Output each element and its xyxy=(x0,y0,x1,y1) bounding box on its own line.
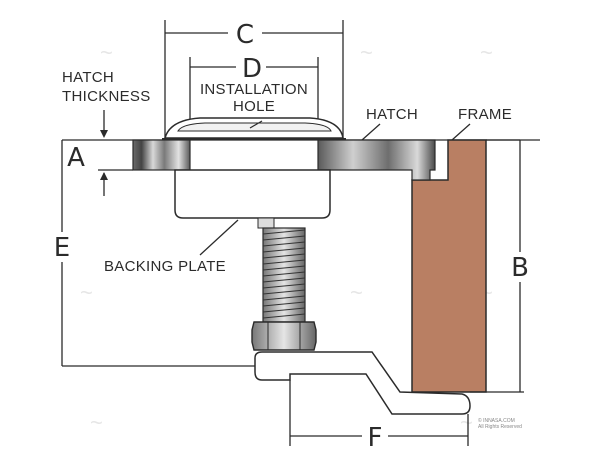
dimension-a-label: A xyxy=(67,143,85,173)
backing-plate xyxy=(174,169,331,219)
backing-plate-label: BACKING PLATE xyxy=(104,258,226,275)
svg-text:~: ~ xyxy=(100,40,113,65)
installation-hole-label-line1: INSTALLATION xyxy=(200,81,308,98)
dimension-d-label: D xyxy=(242,54,262,84)
installation-hole-label-line2: HOLE xyxy=(233,98,275,115)
hatch-label: HATCH xyxy=(366,106,418,123)
frame-body xyxy=(411,139,487,393)
svg-text:~: ~ xyxy=(460,410,473,435)
hatch-thickness-label-line1: HATCH xyxy=(62,69,114,86)
hatch-thickness-label-line2: THICKNESS xyxy=(62,88,151,105)
nut xyxy=(251,321,317,351)
backing-plate-leader-line xyxy=(199,219,239,256)
latch-cam-arm xyxy=(254,351,471,415)
latch-head xyxy=(162,117,346,140)
dimension-f: F xyxy=(289,380,469,453)
dimension-c: C xyxy=(164,20,344,140)
svg-text:~: ~ xyxy=(480,40,493,65)
dimension-d: D xyxy=(189,54,319,125)
frame-label: FRAME xyxy=(458,106,512,123)
hatch-right-section xyxy=(317,139,436,181)
hatch-leader-line xyxy=(361,123,381,141)
hatch-left-section xyxy=(132,139,191,171)
dimension-b: B xyxy=(470,139,529,393)
dimension-b-label: B xyxy=(511,253,529,283)
svg-text:~: ~ xyxy=(80,280,93,305)
threaded-bolt xyxy=(257,217,306,323)
dimension-a: A xyxy=(67,110,133,196)
dimension-c-label: C xyxy=(236,20,254,50)
svg-text:~: ~ xyxy=(360,40,373,65)
copyright-line2: All Rights Reserved xyxy=(478,424,522,430)
dimension-f-label: F xyxy=(368,423,383,453)
svg-text:~: ~ xyxy=(90,410,103,435)
dimension-e: E xyxy=(54,140,255,367)
dimension-e-label: E xyxy=(54,233,70,263)
frame-leader-line xyxy=(451,123,471,141)
svg-text:~: ~ xyxy=(350,280,363,305)
copyright-line1: © INNASA.COM xyxy=(478,417,515,424)
